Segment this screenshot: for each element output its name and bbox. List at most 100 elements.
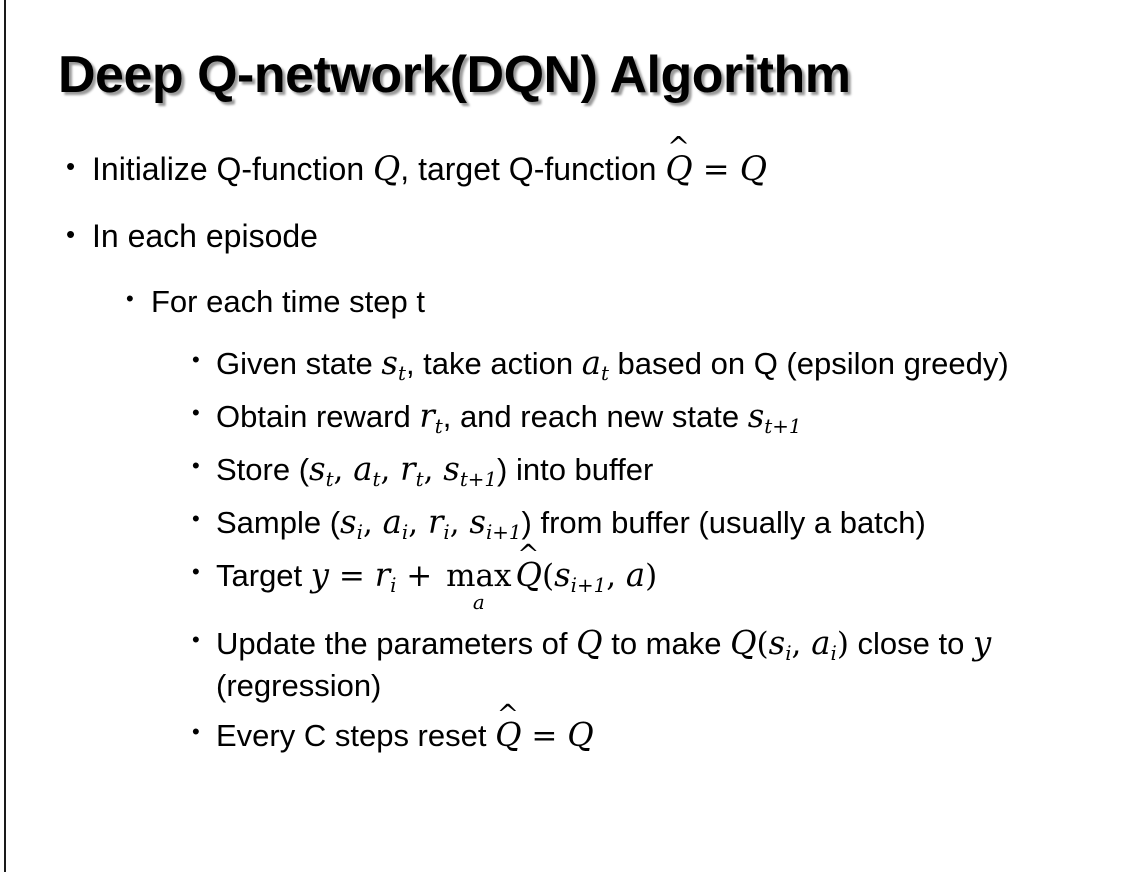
bullet-update-parameters-text: Update the parameters of Q to make Q(si,… — [216, 623, 1094, 705]
bullet-initialize: • Initialize Q-function Q, target Q-func… — [0, 134, 1124, 190]
bullet-every-c-steps-text: Every C steps reset ^Q = Q — [216, 701, 1094, 756]
bullet-sample-text: Sample (si, ai, ri, si+1) from buffer (u… — [216, 502, 1094, 545]
bullet-marker-icon: • — [192, 347, 200, 373]
slide-left-rule — [4, 0, 6, 872]
math-q-hat: ^Q — [665, 134, 693, 190]
math-subscript: i — [390, 573, 397, 597]
hat-accent-icon: ^ — [517, 538, 540, 570]
bullet-marker-icon: • — [192, 400, 200, 426]
bullet-obtain-reward-text: Obtain reward rt, and reach new state st… — [216, 396, 1094, 439]
bullet-marker-icon: • — [66, 151, 76, 181]
math-subscript: t — [397, 362, 406, 386]
math-s: s — [381, 344, 398, 383]
bullet-store-text: Store (st, at, rt, st+1) into buffer — [216, 449, 1094, 492]
math-subscript: t — [325, 468, 334, 492]
bullet-store: • Store (st, at, rt, st+1) into buffer — [0, 449, 1124, 492]
bullet-given-state-text: Given state st, take action at based on … — [216, 343, 1094, 386]
page-title: Deep Q-network(DQN) Algorithm — [58, 46, 851, 104]
slide-body: • Initialize Q-function Q, target Q-func… — [0, 134, 1124, 766]
math-equals: = — [521, 717, 568, 754]
bullet-sample: • Sample (si, ai, ri, si+1) from buffer … — [0, 502, 1124, 545]
bullet-marker-icon: • — [66, 218, 76, 249]
math-paren-open: ( — [756, 625, 769, 662]
bullet-marker-icon: • — [192, 453, 200, 479]
bullet-initialize-text: Initialize Q-function Q, target Q-functi… — [92, 134, 1124, 190]
text-run: close to — [848, 625, 973, 661]
math-r: r — [419, 397, 435, 436]
text-run: , — [380, 452, 401, 489]
bullet-given-state: • Given state st, take action at based o… — [0, 343, 1124, 386]
text-run: ) into buffer — [497, 452, 654, 488]
text-run: , — [408, 505, 428, 542]
math-subscript: t — [600, 362, 609, 386]
math-q: Q — [567, 715, 594, 754]
math-q-hat: ^Q — [495, 701, 522, 756]
text-run: , — [791, 625, 812, 662]
math-s: s — [747, 397, 765, 436]
text-run: , — [423, 452, 444, 489]
math-subscript: t — [415, 468, 424, 492]
bullet-every-c-steps: • Every C steps reset ^Q = Q — [0, 701, 1124, 756]
math-subscript: i — [830, 641, 837, 665]
math-subscript: t — [434, 415, 443, 439]
text-run: , — [362, 505, 383, 542]
math-q: Q — [739, 149, 768, 188]
bullet-obtain-reward: • Obtain reward rt, and reach new state … — [0, 396, 1124, 439]
text-run: Obtain reward — [216, 399, 420, 435]
math-max-name: max — [446, 558, 512, 595]
bullet-marker-icon: • — [192, 506, 200, 532]
math-subscript: t — [372, 468, 381, 492]
text-run: , — [449, 505, 470, 542]
math-q: Q — [373, 149, 401, 188]
bullet-in-each-episode: • In each episode — [0, 216, 1124, 256]
math-subscript: t+1 — [764, 415, 802, 439]
math-max-limit: a — [472, 591, 485, 615]
math-s: s — [309, 450, 326, 489]
math-y: y — [972, 623, 992, 662]
text-run: (regression) — [216, 667, 382, 703]
math-paren-close: ) — [645, 558, 658, 595]
math-q-hat: ^Q — [515, 541, 542, 596]
text-run: Every C steps reset — [216, 717, 496, 753]
math-equals: = — [329, 558, 375, 595]
text-run: to make — [602, 625, 731, 661]
math-subscript: i — [443, 521, 450, 545]
math-r: r — [374, 556, 391, 595]
text-run: , take action — [405, 346, 582, 382]
text-run: Given state — [216, 346, 382, 382]
math-a: a — [625, 556, 646, 595]
math-s: s — [554, 556, 571, 595]
text-run: , — [606, 558, 626, 595]
bullet-for-each-time-step: • For each time step t — [0, 282, 1124, 321]
math-a: a — [811, 623, 831, 662]
math-s: s — [340, 503, 357, 542]
math-q-base: Q — [515, 556, 542, 595]
text-run: , — [333, 452, 354, 489]
text-run: based on Q (epsilon greedy) — [608, 346, 1009, 382]
text-run: , target Q-function — [400, 151, 666, 187]
bullet-marker-icon: • — [192, 626, 200, 652]
math-s: s — [469, 503, 486, 542]
math-s: s — [768, 623, 786, 662]
math-subscript: i — [356, 521, 363, 545]
text-run: ) from buffer (usually a batch) — [521, 505, 926, 541]
text-run: Initialize Q-function — [92, 151, 374, 187]
math-paren-open: ( — [541, 558, 555, 595]
math-paren-close: ) — [836, 625, 849, 662]
math-r: r — [427, 503, 444, 542]
text-run: Store ( — [216, 452, 310, 488]
math-subscript: t+1 — [459, 468, 498, 492]
bullet-in-each-episode-text: In each episode — [92, 217, 318, 254]
math-q-base: Q — [665, 149, 693, 188]
math-subscript: i+1 — [485, 521, 522, 545]
bullet-marker-icon: • — [126, 286, 134, 312]
math-a: a — [382, 503, 402, 542]
math-q-base: Q — [495, 715, 522, 754]
math-y: y — [310, 556, 329, 595]
text-run: Sample ( — [216, 505, 341, 541]
bullet-marker-icon: • — [192, 559, 200, 585]
bullet-update-parameters: • Update the parameters of Q to make Q(s… — [0, 623, 1124, 705]
math-q: Q — [576, 623, 603, 662]
